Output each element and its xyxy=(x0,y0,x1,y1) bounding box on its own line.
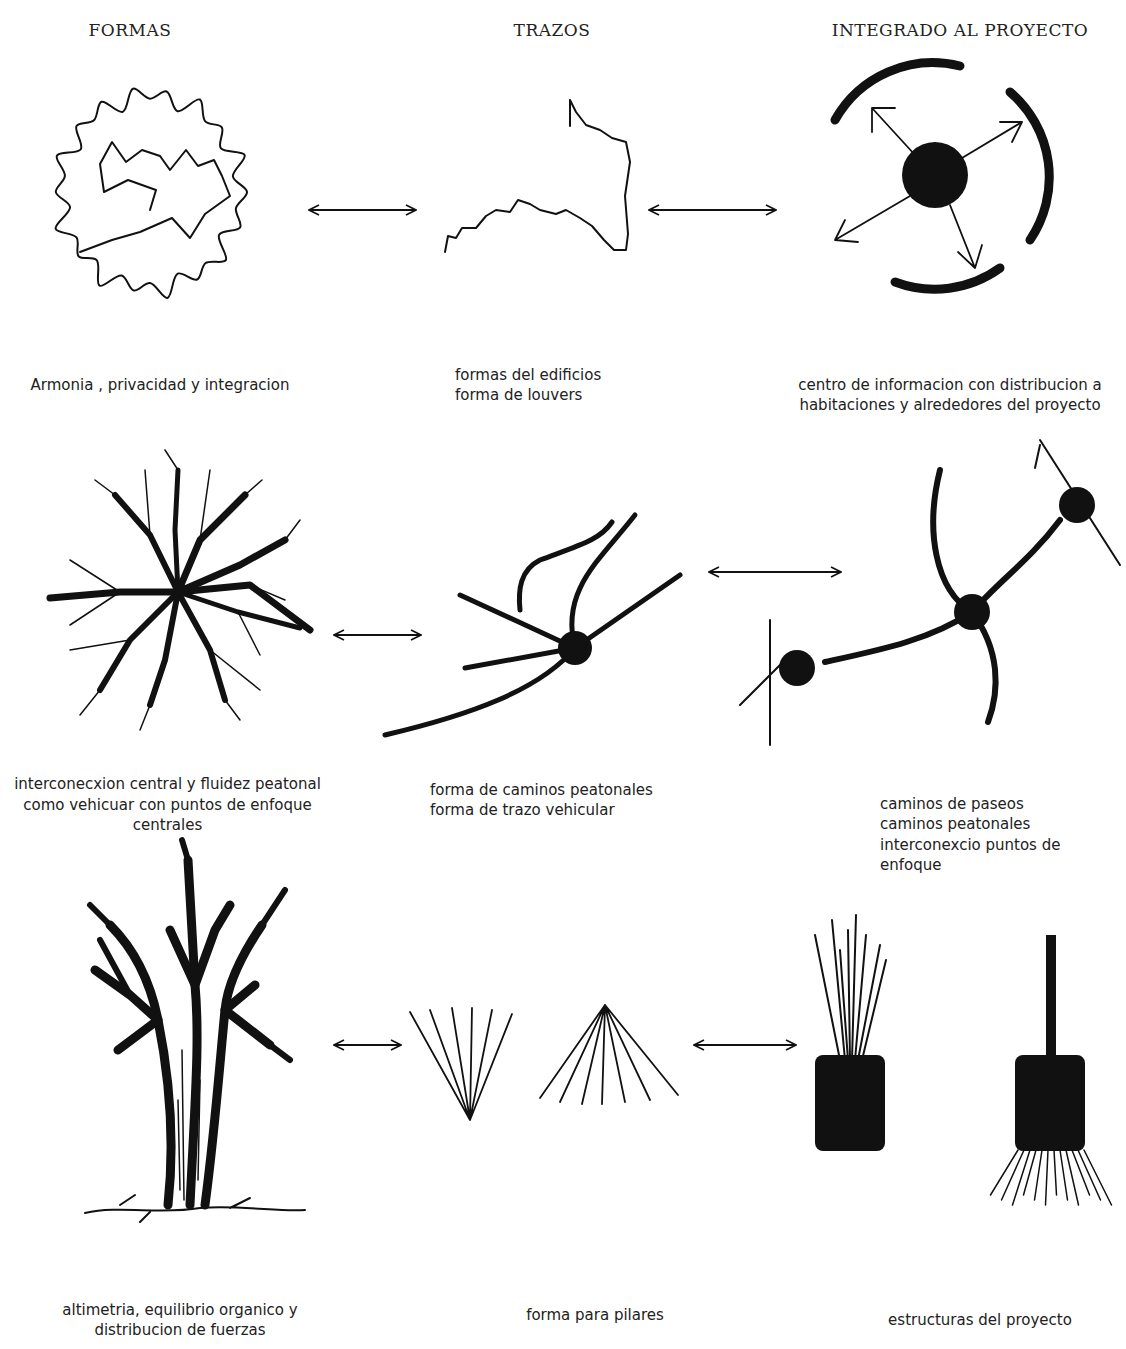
caption: interconecxion central y fluidez peatona… xyxy=(5,774,330,835)
pillar-base xyxy=(815,1055,885,1151)
ring-arc xyxy=(835,63,960,120)
leaf-outline xyxy=(56,89,247,298)
sketch-panel: forma de caminos peatonales forma de tra… xyxy=(425,620,705,820)
sketch-panel: formas del edificios forma de louvers xyxy=(420,205,645,405)
pillar-fan-shapes xyxy=(410,1005,678,1120)
root-stroke xyxy=(1035,1150,1043,1200)
ring-arc xyxy=(895,268,1000,289)
double-arrow xyxy=(334,634,421,636)
direction-arrow xyxy=(835,196,910,242)
column-header: FORMAS xyxy=(89,20,172,40)
root-stroke xyxy=(1060,1150,1068,1200)
root-stroke xyxy=(1013,1150,1031,1205)
root-stroke xyxy=(1046,1150,1049,1205)
tree-sketch xyxy=(85,840,305,1222)
root-stroke xyxy=(1054,1150,1057,1195)
sketch-panel: interconecxion central y fluidez peatona… xyxy=(5,635,330,835)
structure-pillars xyxy=(815,915,1112,1205)
leaf-sketch xyxy=(56,89,247,298)
building-trace xyxy=(445,100,630,252)
double-arrow xyxy=(694,1044,796,1046)
sketch-panel: altimetria, equilibrio organico y distri… xyxy=(30,1140,330,1340)
sketch-panel: estructuras del proyecto xyxy=(800,1130,1120,1330)
double-arrow xyxy=(334,1044,401,1046)
path-trace xyxy=(385,515,680,735)
pillar-roots xyxy=(991,1150,1112,1205)
leaf-inner-shape xyxy=(80,142,230,252)
caption: altimetria, equilibrio organico y distri… xyxy=(30,1300,330,1341)
direction-arrow xyxy=(872,108,915,155)
caption: formas del edificios forma de louvers xyxy=(455,365,630,406)
double-arrow xyxy=(309,209,416,211)
column-header: TRAZOS xyxy=(514,20,591,40)
sketch-panel: caminos de paseos caminos peatonales int… xyxy=(845,675,1110,875)
root-stroke xyxy=(1066,1150,1079,1205)
info-center-symbol xyxy=(835,63,1049,290)
caption: Armonia , privacidad y integracion xyxy=(15,375,305,395)
sketch-panel: centro de informacion con distribucion a… xyxy=(780,215,1120,415)
branch-topview-sketch xyxy=(50,450,310,730)
double-arrow xyxy=(649,209,776,211)
focus-point xyxy=(779,650,815,686)
pillar-base xyxy=(1015,1055,1085,1151)
pillar-rod xyxy=(1046,935,1056,1060)
caption: estructuras del proyecto xyxy=(850,1310,1110,1330)
caption: forma de caminos peatonales forma de tra… xyxy=(430,780,695,821)
sketch-panel: forma para pilares xyxy=(405,1125,690,1325)
root-stroke xyxy=(1024,1150,1037,1195)
caption: forma para pilares xyxy=(505,1305,685,1325)
double-arrow xyxy=(709,571,841,573)
caption: caminos de paseos caminos peatonales int… xyxy=(880,794,1070,875)
ring-arc xyxy=(1010,92,1049,240)
root-stroke xyxy=(1002,1150,1025,1200)
column-header: INTEGRADO AL PROYECTO xyxy=(832,20,1089,40)
direction-arrow xyxy=(950,205,982,268)
direction-arrow xyxy=(962,122,1022,158)
caption: centro de informacion con distribucion a… xyxy=(785,375,1115,416)
root-stroke xyxy=(1084,1150,1112,1205)
walkway-network xyxy=(740,440,1120,745)
sketch-panel: Armonia , privacidad y integracion xyxy=(15,195,305,395)
